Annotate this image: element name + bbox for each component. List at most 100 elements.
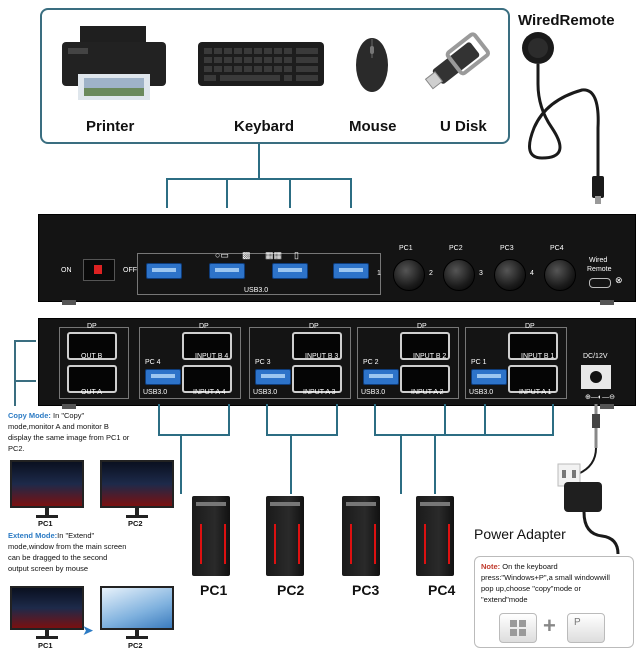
pc3-input-b-port[interactable] bbox=[292, 332, 342, 360]
copy-monitor-pc2-base bbox=[126, 515, 148, 518]
webcam-icon: ○▭ bbox=[215, 250, 229, 260]
front-usb-port-4[interactable] bbox=[333, 263, 369, 279]
front-usb-port-1[interactable] bbox=[146, 263, 182, 279]
extend-monitor-pc1-base bbox=[36, 636, 58, 639]
wired-remote-port[interactable] bbox=[589, 278, 611, 288]
keyboard-label: Keybard bbox=[234, 118, 295, 135]
connector-trunk bbox=[258, 144, 260, 178]
pc4-input-b-port[interactable] bbox=[182, 332, 232, 360]
p-key-label: P bbox=[574, 617, 581, 628]
copy-monitor-pc2-stand bbox=[135, 506, 139, 516]
out-a-dp-port[interactable] bbox=[67, 365, 117, 393]
button-number-2: 2 bbox=[429, 270, 433, 277]
pc3-input-b-label: INPUT B 3 bbox=[305, 353, 339, 360]
mouse-icon bbox=[356, 38, 388, 92]
copy-monitor-pc1 bbox=[10, 460, 84, 508]
pc4-switch-button[interactable] bbox=[544, 259, 576, 291]
output-frame bbox=[59, 327, 129, 399]
usb-drive-icon bbox=[424, 32, 491, 90]
pc1-input-a-port[interactable] bbox=[508, 365, 558, 393]
extend-monitor-pc1-label: PC1 bbox=[38, 641, 53, 650]
mouse-small-icon: ▯ bbox=[294, 250, 299, 260]
pc3-input-a-label: INPUT A 3 bbox=[303, 389, 336, 396]
pc2-input-b-port[interactable] bbox=[400, 332, 450, 360]
pc1-label: PC 1 bbox=[471, 359, 487, 366]
dc-jack[interactable] bbox=[581, 365, 611, 389]
pc3-input-b-dp-label: DP bbox=[309, 323, 319, 330]
note-box: Note: On the keyboard press:"Windows+P",… bbox=[474, 556, 634, 648]
button-number-3: 3 bbox=[479, 270, 483, 277]
pc2-input-b-label: INPUT B 2 bbox=[413, 353, 447, 360]
pc3-switch-button[interactable] bbox=[494, 259, 526, 291]
drag-arrow-icon: ➤ bbox=[82, 622, 94, 638]
pc2-usb-port[interactable] bbox=[363, 369, 399, 385]
pc3-label: PC 3 bbox=[255, 359, 271, 366]
pc-tower-2-light bbox=[274, 524, 300, 564]
printer-small-icon: ▩ bbox=[242, 250, 251, 260]
printer-label: Printer bbox=[86, 118, 135, 135]
front-usb-port-3[interactable] bbox=[272, 263, 308, 279]
pc3-usb-label: USB3.0 bbox=[253, 389, 278, 396]
pc1-tower-label: PC1 bbox=[200, 582, 228, 598]
keyboard-small-icon: ▦▦ bbox=[265, 250, 283, 260]
pc1-input-b-port[interactable] bbox=[508, 332, 558, 360]
front-panel: ON OFF ○▭ ▩ ▦▦ ▯ USB3.0 PC1 PC2 PC3 PC4 … bbox=[38, 214, 636, 302]
pc4-label: PC 4 bbox=[145, 359, 161, 366]
pc1-bracket-link bbox=[434, 434, 486, 436]
extend-mode-text-3: can be dragged to the second bbox=[8, 553, 108, 562]
pc4-input-a-port[interactable] bbox=[182, 365, 232, 393]
button-number-1: 1 bbox=[377, 270, 381, 277]
copy-monitor-pc2 bbox=[100, 460, 174, 508]
pc1-input-b-label: INPUT B 1 bbox=[521, 353, 555, 360]
pc1-usb-label: USB3.0 bbox=[469, 389, 494, 396]
extend-monitor-pc2-label: PC2 bbox=[128, 641, 143, 650]
pc2-button-label: PC2 bbox=[449, 245, 463, 252]
power-switch[interactable] bbox=[83, 259, 115, 281]
pc4-input-a-label: INPUT A 4 bbox=[193, 389, 226, 396]
front-usb-port-2[interactable] bbox=[209, 263, 245, 279]
pc1-bracket-right bbox=[552, 404, 554, 436]
pc4-bracket-drop bbox=[180, 434, 182, 494]
polarity-icon: ⊕—◐—⊖ bbox=[585, 394, 615, 401]
pc1-switch-button[interactable] bbox=[393, 259, 425, 291]
power-on-label: ON bbox=[61, 267, 72, 274]
mouse-label: Mouse bbox=[349, 118, 397, 135]
copy-mode-text-1: In "Copy" bbox=[50, 411, 85, 420]
pc2-input-a-port[interactable] bbox=[400, 365, 450, 393]
pc4-usb-port[interactable] bbox=[145, 369, 181, 385]
pc3-tower-label: PC3 bbox=[352, 582, 380, 598]
extend-monitor-pc2-stand bbox=[135, 628, 139, 636]
pc2-switch-button[interactable] bbox=[443, 259, 475, 291]
pc-tower-3-light bbox=[350, 524, 376, 564]
pc1-usb-port[interactable] bbox=[471, 369, 507, 385]
pc4-bracket-right bbox=[228, 404, 230, 436]
note-line-3: pop up,choose "copy"mode or bbox=[481, 584, 581, 593]
pc3-bracket-left bbox=[266, 404, 268, 436]
pc2-bracket-drop bbox=[400, 434, 402, 494]
pc3-bracket-drop bbox=[290, 434, 292, 494]
out-b-dp-label: DP bbox=[87, 323, 97, 330]
power-switch-rocker bbox=[94, 265, 102, 274]
pc4-tower-label: PC4 bbox=[428, 582, 456, 598]
pc4-bracket-bar bbox=[158, 434, 230, 436]
copy-monitor-pc2-label: PC2 bbox=[128, 519, 143, 528]
note-title: Note: bbox=[481, 562, 501, 571]
pc3-bracket-right bbox=[336, 404, 338, 436]
front-usb-label: USB3.0 bbox=[244, 287, 269, 294]
pc2-usb-label: USB3.0 bbox=[361, 389, 386, 396]
button-number-4: 4 bbox=[530, 270, 534, 277]
dc-label: DC/12V bbox=[583, 353, 608, 360]
printer-icon bbox=[62, 26, 166, 100]
rear-panel: DP OUT B OUT A DP PC 4 INPUT B 4 USB3.0 … bbox=[38, 318, 636, 406]
pc3-input-a-port[interactable] bbox=[292, 365, 342, 393]
pc2-bracket-left bbox=[374, 404, 376, 436]
pc3-usb-port[interactable] bbox=[255, 369, 291, 385]
out-b-dp-port[interactable] bbox=[67, 332, 117, 360]
out-a-label: OUT A bbox=[81, 389, 102, 396]
pc2-bracket-right bbox=[444, 404, 446, 436]
note-line-1: On the keyboard bbox=[500, 562, 558, 571]
power-adapter-icon bbox=[557, 404, 620, 554]
keyboard-icon bbox=[198, 42, 324, 86]
power-adapter-label: Power Adapter bbox=[474, 526, 566, 542]
note-line-2: press:"Windows+P",a small windowwill bbox=[481, 573, 610, 582]
